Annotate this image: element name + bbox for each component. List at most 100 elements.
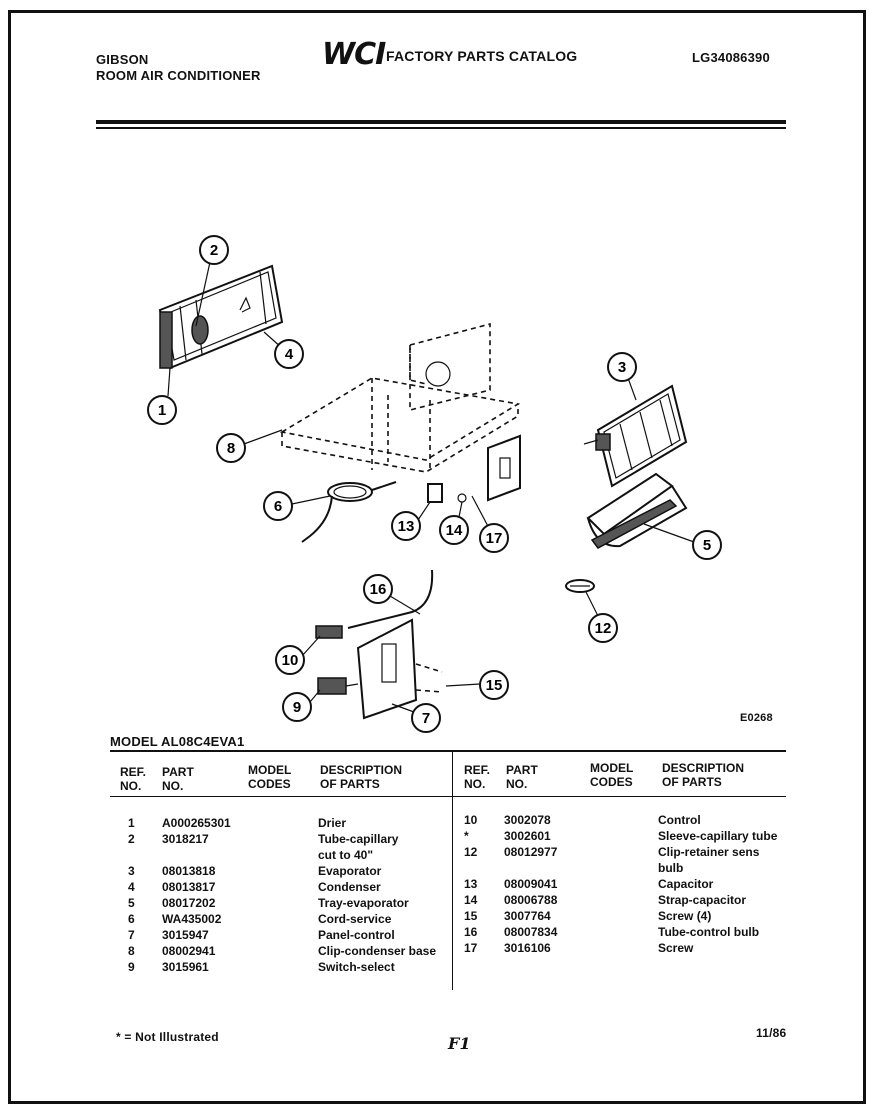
- callout-15: 15: [479, 670, 509, 700]
- callout-7: 7: [411, 703, 441, 733]
- tray-evaporator-drawing: [586, 472, 688, 549]
- cell-part: 08013817: [162, 880, 216, 894]
- cell-ref: 5: [128, 896, 135, 910]
- header-rule: [96, 120, 786, 124]
- cell-part: 08007834: [504, 925, 558, 939]
- cell-part: 08002941: [162, 944, 216, 958]
- cell-part: 3016106: [504, 941, 551, 955]
- svg-text:2: 2: [210, 242, 218, 259]
- svg-text:6: 6: [274, 498, 282, 515]
- header-ref-right: REF.NO.: [464, 763, 491, 791]
- catalog-title: FACTORY PARTS CATALOG: [386, 48, 578, 64]
- cell-desc: Capacitor: [658, 877, 714, 891]
- table-header-rule: [110, 796, 786, 797]
- svg-text:10: 10: [282, 652, 299, 669]
- table-top-rule: [110, 750, 786, 752]
- cell-ref: 8: [128, 944, 135, 958]
- callout-1: 1: [147, 395, 177, 425]
- cell-ref: 17: [464, 941, 478, 955]
- svg-text:16: 16: [370, 581, 387, 598]
- svg-text:12: 12: [595, 620, 612, 637]
- cell-desc: Evaporator: [318, 864, 382, 878]
- callout-3: 3: [607, 352, 637, 382]
- cell-desc: Tray-evaporator: [318, 896, 409, 910]
- condenser-drawing: [158, 264, 284, 370]
- cell-part: 08013818: [162, 864, 216, 878]
- model-label: MODEL AL08C4EVA1: [110, 734, 245, 749]
- svg-text:9: 9: [293, 699, 301, 716]
- cell-desc: Strap-capacitor: [658, 893, 747, 907]
- brand-name: GIBSON: [96, 52, 149, 67]
- cell-part: 3007764: [504, 909, 551, 923]
- callout-8: 8: [216, 433, 246, 463]
- cell-desc: Sleeve-capillary tube: [658, 829, 778, 843]
- cell-ref: 15: [464, 909, 478, 923]
- cell-part: A000265301: [162, 816, 231, 830]
- cell-part: 3002601: [504, 829, 551, 843]
- page-border: [8, 10, 866, 1104]
- svg-text:14: 14: [446, 522, 463, 539]
- callout-13: 13: [391, 511, 421, 541]
- cell-ref: 10: [464, 813, 478, 827]
- product-name: ROOM AIR CONDITIONER: [96, 68, 261, 83]
- svg-text:3: 3: [618, 359, 626, 376]
- svg-text:5: 5: [703, 537, 711, 554]
- svg-text:4: 4: [285, 346, 294, 363]
- cell-desc: Cord-service: [318, 912, 392, 926]
- cell-part: WA435002: [162, 912, 222, 926]
- catalog-code: LG34086390: [692, 50, 770, 65]
- exploded-parts-diagram: 1 2 3 4 5 6 7 8 9 10 12 13 14 15 16 17: [147, 235, 722, 733]
- callout-2: 2: [199, 235, 229, 265]
- header-ref-left: REF.NO.: [120, 765, 147, 793]
- cell-part: 08012977: [504, 845, 558, 859]
- cell-part: 3015947: [162, 928, 209, 942]
- control-plate-drawing: [487, 434, 521, 502]
- callout-9: 9: [282, 692, 312, 722]
- cell-part: 08006788: [504, 893, 558, 907]
- svg-text:13: 13: [398, 518, 415, 535]
- cell-desc: Screw (4): [658, 909, 712, 923]
- cell-desc: bulb: [658, 861, 684, 875]
- callout-16: 16: [363, 574, 393, 604]
- cell-ref: 6: [128, 912, 135, 926]
- cell-desc: Switch-select: [318, 960, 395, 974]
- callout-10: 10: [275, 645, 305, 675]
- cell-part: 3018217: [162, 832, 209, 846]
- cell-ref: 14: [464, 893, 478, 907]
- cell-desc: Clip-condenser base: [318, 944, 437, 958]
- cell-ref: 1: [128, 816, 135, 830]
- cell-ref: 13: [464, 877, 478, 891]
- page-number: F1: [448, 1034, 471, 1053]
- svg-text:1: 1: [158, 402, 166, 419]
- clip-retainer-drawing: [565, 579, 595, 593]
- cell-desc: Panel-control: [318, 928, 395, 942]
- svg-text:17: 17: [486, 530, 503, 547]
- cell-desc: Tube-capillary: [318, 832, 399, 846]
- cell-part: 08017202: [162, 896, 216, 910]
- table-divider: [452, 752, 453, 990]
- svg-text:7: 7: [422, 710, 430, 727]
- service-cord-drawing: [301, 481, 397, 543]
- callout-14: 14: [439, 515, 469, 545]
- cell-ref: 3: [128, 864, 135, 878]
- cell-part: 3015961: [162, 960, 209, 974]
- svg-text:8: 8: [227, 440, 235, 457]
- cell-ref: 9: [128, 960, 135, 974]
- callout-5: 5: [692, 530, 722, 560]
- cell-desc: cut to 40": [318, 848, 374, 862]
- cell-ref: 16: [464, 925, 478, 939]
- callout-6: 6: [263, 491, 293, 521]
- cell-part: 08009041: [504, 877, 558, 891]
- cell-ref: 12: [464, 845, 478, 859]
- header-rule-thin: [96, 127, 786, 129]
- catalog-date: 11/86: [756, 1026, 787, 1040]
- svg-text:15: 15: [486, 677, 503, 694]
- cell-ref: 4: [128, 880, 135, 894]
- diagram-code: E0268: [740, 712, 773, 724]
- base-pan-drawing: [279, 322, 521, 473]
- callout-12: 12: [588, 613, 618, 643]
